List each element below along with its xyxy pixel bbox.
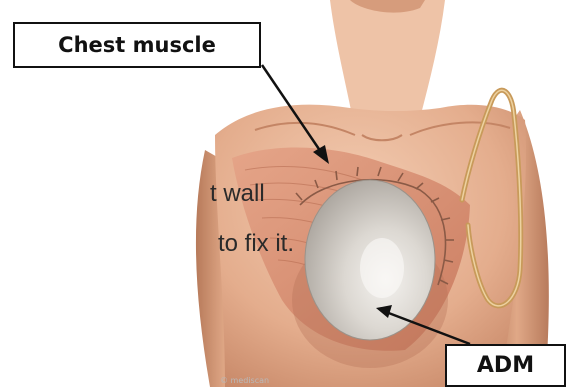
caption-fragment-1: t wall [210, 180, 265, 208]
implant-highlight [360, 238, 404, 298]
label-chest-muscle-text: Chest muscle [58, 33, 216, 57]
watermark: © mediscan [220, 376, 269, 385]
label-adm: ADM [445, 344, 566, 387]
label-chest-muscle: Chest muscle [13, 22, 261, 68]
label-adm-text: ADM [477, 353, 534, 378]
neck-shape [330, 0, 445, 118]
caption-fragment-2: to fix it. [218, 230, 294, 258]
